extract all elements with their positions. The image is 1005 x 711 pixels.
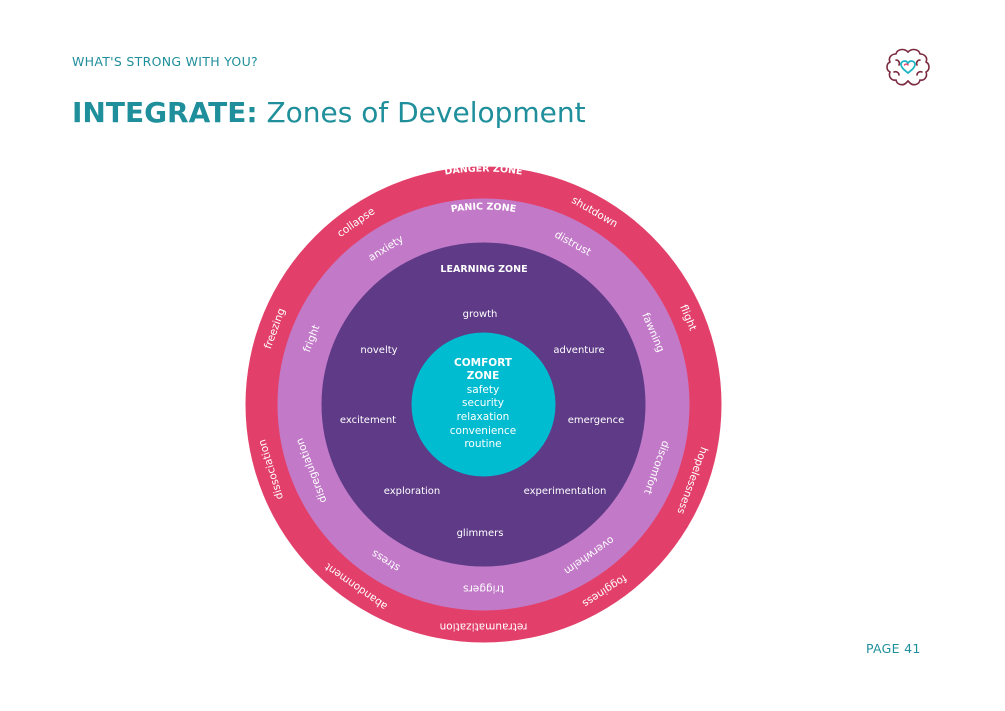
comfort-item: relaxation [457, 411, 510, 423]
comfort-zone-circle [411, 332, 556, 477]
learning-word: experimentation [524, 486, 607, 497]
comfort-zone-title-line2: ZONE [467, 370, 500, 382]
panic-zone-title: PANIC ZONE [450, 201, 517, 215]
panic-word: triggers [463, 583, 504, 595]
learning-word: exploration [384, 486, 441, 497]
page-title-rest: Zones of Development [257, 96, 586, 129]
comfort-zone-title-line1: COMFORT [454, 357, 513, 369]
comfort-item: safety [467, 384, 499, 396]
page-title-bold: INTEGRATE: [72, 96, 258, 129]
learning-word: novelty [360, 345, 397, 356]
page-title: INTEGRATE: Zones of Development [72, 96, 586, 129]
learning-zone-title: LEARNING ZONE [440, 264, 527, 275]
learning-word: emergence [568, 415, 624, 426]
danger-zone-title: DANGER ZONE [444, 163, 524, 177]
learning-word: excitement [340, 415, 396, 426]
section-eyebrow: WHAT'S STRONG WITH YOU? [72, 54, 258, 69]
comfort-item: convenience [450, 425, 516, 437]
comfort-item: security [462, 397, 504, 409]
comfort-item: routine [464, 438, 501, 450]
brain-heart-icon [886, 48, 930, 86]
learning-word: adventure [553, 345, 604, 356]
learning-word: growth [463, 309, 498, 320]
learning-word: glimmers [457, 528, 504, 539]
danger-word: retraumatization [440, 621, 528, 633]
page-number: PAGE 41 [866, 641, 921, 656]
